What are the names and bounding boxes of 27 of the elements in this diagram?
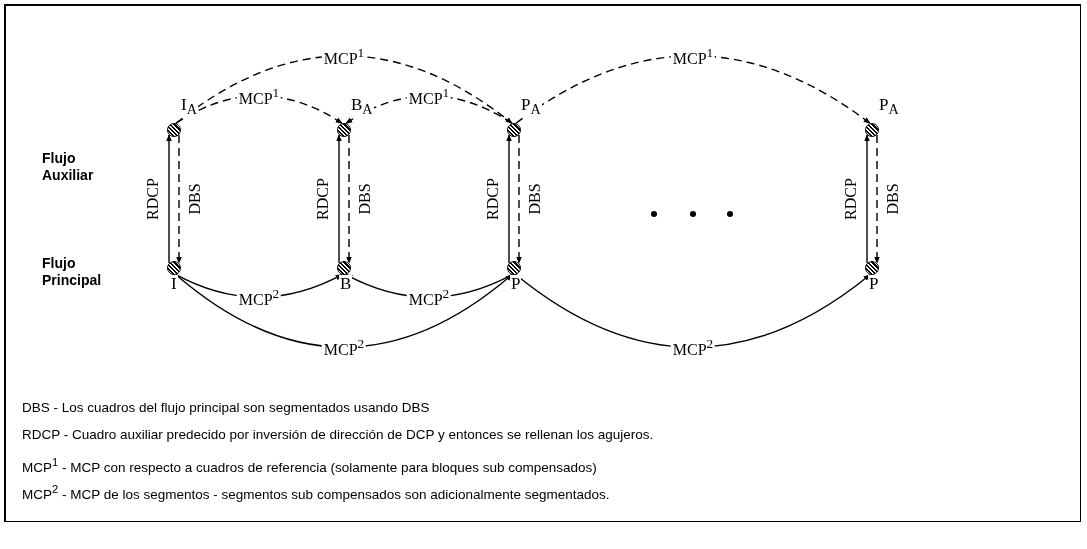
arrow	[515, 55, 871, 124]
edge-label: RDCP	[145, 177, 161, 222]
arrow	[874, 134, 880, 264]
edge-label: DBS	[187, 182, 203, 217]
arrow	[506, 134, 512, 264]
legend-text: DBS - Los cuadros del flujo principal son segmentados usando DBS	[22, 400, 430, 416]
row-label: Flujo Auxiliar	[42, 150, 95, 184]
edge-label: RDCP	[843, 177, 859, 222]
row-label: Flujo Principal	[42, 255, 103, 289]
frame-label: P$_{A}$	[520, 96, 542, 119]
arrow	[336, 134, 342, 264]
legend-text: RDCP - Cuadro auxiliar predecido por inversión de dirección de DCP y entonces se rellenan los agujeros.	[22, 427, 654, 443]
edge-label: DBS	[527, 182, 543, 217]
arrow	[346, 134, 352, 264]
edge-label: DBS	[885, 182, 901, 217]
arrow	[175, 55, 513, 124]
legend-text: MCP$^{1}$ - MCP con respecto a cuadros de referencia (solamente para bloques sub compensados)	[22, 455, 597, 476]
arrow	[516, 134, 522, 264]
frame-label: I$_{A}$	[180, 96, 198, 119]
legend-text: MCP$^{2}$ - MCP de los segmentos - segmentos sub compensados son adicionalmente segmentados.	[22, 482, 610, 503]
edge-label: RDCP	[315, 177, 331, 222]
arrow	[166, 134, 172, 264]
arrow	[176, 134, 182, 264]
edge-label: RDCP	[485, 177, 501, 222]
arrow	[864, 134, 870, 264]
edge-label: DBS	[357, 182, 373, 217]
frame-label: B$_{A}$	[350, 96, 374, 119]
